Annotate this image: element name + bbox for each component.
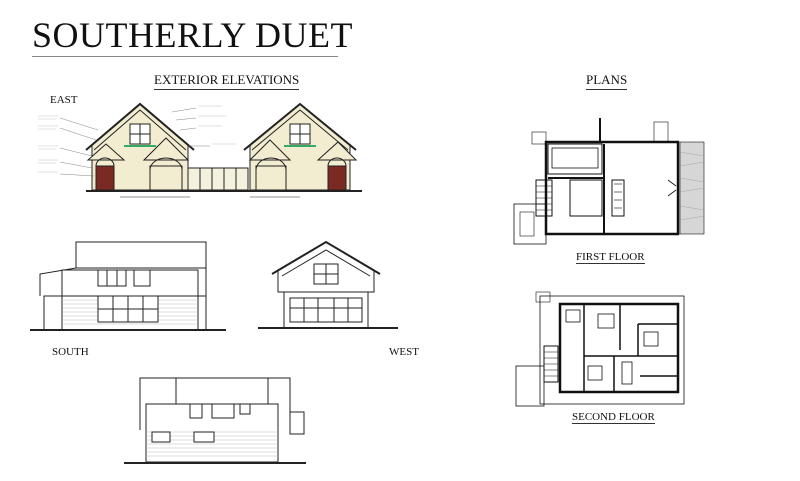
label-south: SOUTH	[52, 346, 89, 358]
north-elevation	[124, 377, 306, 464]
west-elevation	[258, 240, 398, 329]
label-second-floor: SECOND FLOOR	[572, 411, 655, 424]
label-east: EAST	[50, 94, 78, 106]
south-elevation	[30, 241, 226, 331]
plans-heading: PLANS	[586, 72, 628, 90]
sheet-title: SOUTHERLY DUET	[32, 15, 354, 55]
east-elevation	[38, 102, 362, 198]
title-underline	[32, 56, 338, 57]
label-west: WEST	[389, 346, 419, 358]
first-floor-plan	[513, 118, 705, 245]
elevations-heading: EXTERIOR ELEVATIONS	[154, 72, 300, 90]
label-first-floor: FIRST FLOOR	[576, 251, 645, 264]
second-floor-plan	[515, 291, 685, 407]
